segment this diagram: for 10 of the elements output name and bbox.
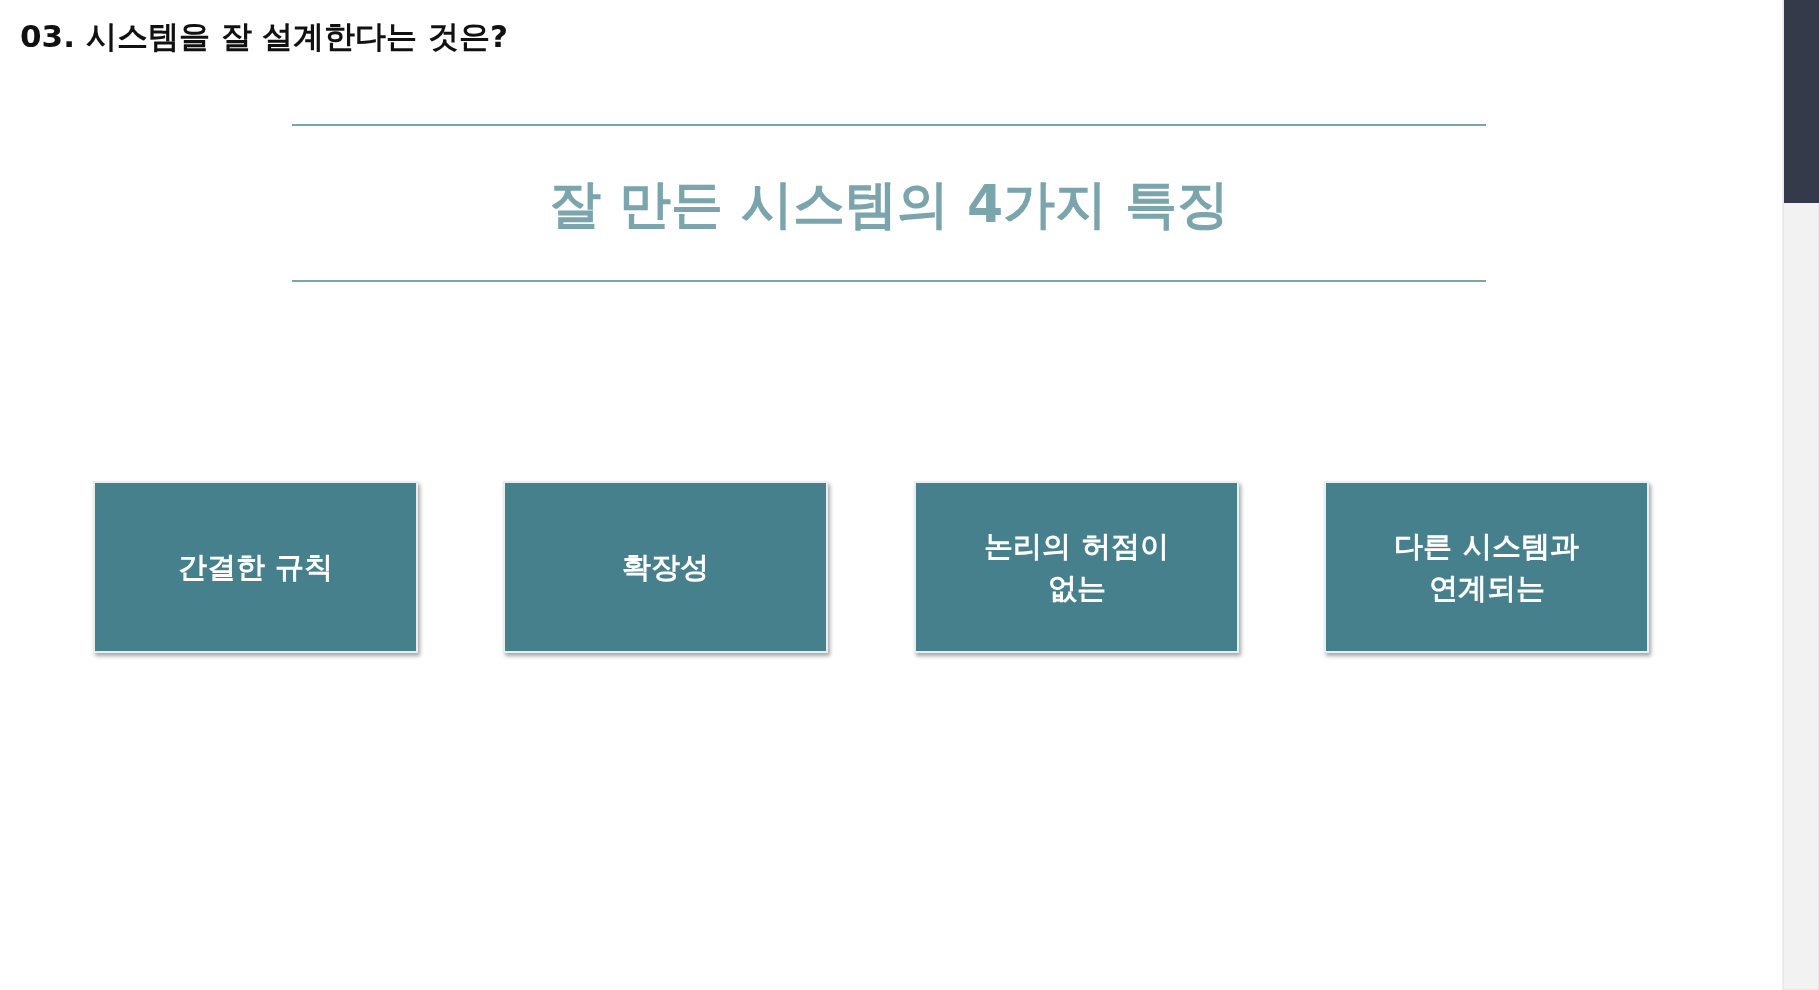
feature-label: 확장성 [622, 548, 709, 586]
section-heading: 잘 만든 시스템의 4가지 특징 [547, 173, 1231, 236]
feature-label: 다른 시스템과 연계되는 [1393, 527, 1580, 607]
feature-box [1324, 481, 1649, 653]
feature-label: 논리의 허점이 없는 [983, 527, 1170, 607]
feature-label: 간결한 규칙 [177, 548, 334, 586]
page-title: 03. 시스템을 잘 설계한다는 것은? [20, 17, 509, 56]
feature-box [93, 481, 418, 653]
feature-box [914, 481, 1239, 653]
feature-box [503, 481, 828, 653]
